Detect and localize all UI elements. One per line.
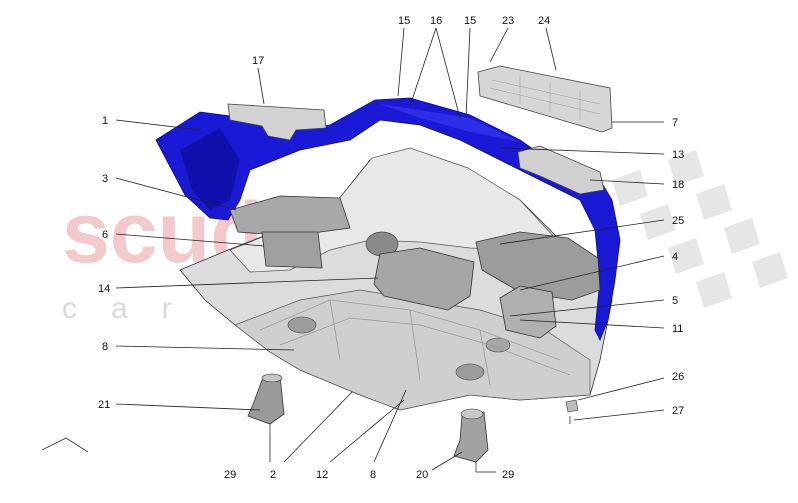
undertray-hole — [287, 316, 317, 334]
panel-6 — [261, 231, 323, 269]
fastener-26 — [565, 399, 579, 413]
callout-13: 13 — [672, 149, 684, 161]
callout-21: 21 — [98, 399, 110, 411]
callout-15-right: 15 — [464, 15, 476, 27]
bumper-shadow — [180, 128, 240, 210]
rear-bumper — [155, 97, 621, 341]
callout-1: 1 — [102, 115, 108, 127]
undertray-lower-face — [234, 289, 591, 411]
callout-4: 4 — [672, 251, 678, 263]
panel-3 — [229, 195, 351, 237]
undertray-ribs — [259, 299, 571, 386]
checkered-flag-icon — [612, 150, 788, 308]
callout-3: 3 — [102, 173, 108, 185]
callout-7: 7 — [672, 117, 678, 129]
callout-12: 12 — [316, 469, 328, 481]
callout-25: 25 — [672, 215, 684, 227]
undertray-hole — [455, 363, 485, 381]
bracket-17 — [227, 103, 327, 141]
callout-16: 16 — [430, 15, 442, 27]
callout-15-left: 15 — [398, 15, 410, 27]
undertray-hole — [485, 337, 511, 353]
callout-14: 14 — [98, 283, 110, 295]
callout-23: 23 — [502, 15, 514, 27]
bracket-18 — [517, 145, 605, 195]
cover-plate-7 — [477, 65, 613, 133]
callout-17: 17 — [252, 55, 264, 67]
leader-lines — [115, 27, 665, 473]
bump-stop-20 — [453, 408, 489, 472]
callout-11: 11 — [672, 323, 683, 335]
orientation-mark — [41, 437, 89, 453]
callout-numbers: 1 3 6 14 8 21 17 15 16 15 23 24 7 13 18 … — [98, 15, 684, 481]
callout-27: 27 — [672, 405, 684, 417]
callout-29-left: 29 — [224, 469, 236, 481]
callout-2: 2 — [270, 469, 276, 481]
panel-5 — [499, 285, 557, 339]
callout-8-left: 8 — [102, 341, 108, 353]
panel-4 — [475, 231, 601, 301]
bumper-left-wing — [155, 97, 621, 341]
callout-20: 20 — [416, 469, 428, 481]
callout-6: 6 — [102, 229, 108, 241]
panel-14 — [373, 247, 475, 311]
bumper-highlight — [380, 104, 520, 142]
callout-26: 26 — [672, 371, 684, 383]
callout-5: 5 — [672, 295, 678, 307]
callout-18: 18 — [672, 179, 684, 191]
bump-stop-21 — [247, 373, 285, 436]
callout-29-right: 29 — [502, 469, 514, 481]
callout-8-bottom: 8 — [370, 469, 376, 481]
callout-24: 24 — [538, 15, 550, 27]
